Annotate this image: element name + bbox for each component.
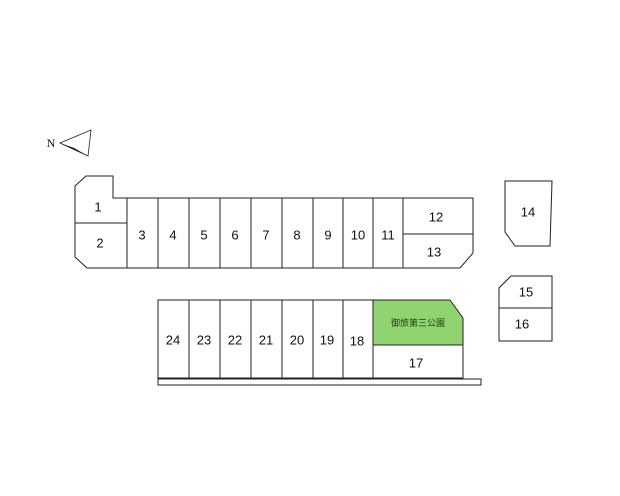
lot-8-number: 8 — [293, 228, 300, 243]
lot-2[interactable] — [74, 222, 128, 269]
lot-7-number: 7 — [262, 228, 269, 243]
lot-13[interactable] — [402, 233, 474, 269]
lot-14[interactable] — [504, 180, 553, 247]
lot-10-number: 10 — [351, 228, 365, 243]
lot-14-number: 14 — [521, 205, 535, 220]
lot-3[interactable] — [126, 197, 159, 269]
lower-block: 24 23 22 21 20 19 18 御旅第三公園 17 — [157, 299, 482, 386]
lot-21[interactable] — [250, 299, 283, 379]
lot-9[interactable] — [312, 197, 344, 269]
lot-16-number: 16 — [515, 317, 529, 332]
lot-23[interactable] — [188, 299, 221, 379]
lot-18[interactable] — [342, 299, 374, 379]
lot-22[interactable] — [219, 299, 252, 379]
lot-8[interactable] — [281, 197, 314, 269]
lot-18-number: 18 — [350, 334, 364, 349]
east-lots: 14 15 16 — [498, 180, 553, 342]
lot-20[interactable] — [281, 299, 314, 379]
north-arrow-icon: N — [47, 129, 92, 157]
lot-17[interactable] — [372, 344, 464, 379]
park-area[interactable] — [372, 299, 464, 346]
north-label: N — [47, 136, 56, 150]
lot-6-number: 6 — [231, 228, 238, 243]
lot-2-number: 2 — [96, 236, 103, 251]
lot-5-number: 5 — [200, 228, 207, 243]
lot-24-number: 24 — [166, 333, 180, 348]
lot-13-number: 13 — [427, 245, 441, 260]
lot-11-number: 11 — [381, 228, 395, 243]
lot-20-number: 20 — [290, 333, 304, 348]
lot-15-number: 15 — [519, 285, 533, 300]
lot-7[interactable] — [250, 197, 283, 269]
lot-4-number: 4 — [169, 228, 176, 243]
lot-1-number: 1 — [94, 200, 101, 215]
park-label: 御旅第三公園 — [391, 317, 445, 329]
road-edge — [157, 378, 482, 386]
lot-19[interactable] — [312, 299, 344, 379]
lot-9-number: 9 — [324, 228, 331, 243]
lot-11[interactable] — [372, 197, 404, 269]
lot-24[interactable] — [157, 299, 190, 379]
lot-23-number: 23 — [197, 333, 211, 348]
lot-17-number: 17 — [409, 356, 423, 371]
upper-block: 1 2 3 4 5 6 7 8 9 10 11 12 13 — [74, 175, 474, 269]
lot-12-number: 12 — [429, 210, 443, 225]
lot-10[interactable] — [342, 197, 374, 269]
lot-19-number: 19 — [320, 333, 334, 348]
lot-16[interactable] — [498, 307, 553, 342]
lot-22-number: 22 — [228, 333, 242, 348]
lot-3-number: 3 — [138, 228, 145, 243]
lot-21-number: 21 — [259, 333, 273, 348]
lot-6[interactable] — [219, 197, 252, 269]
